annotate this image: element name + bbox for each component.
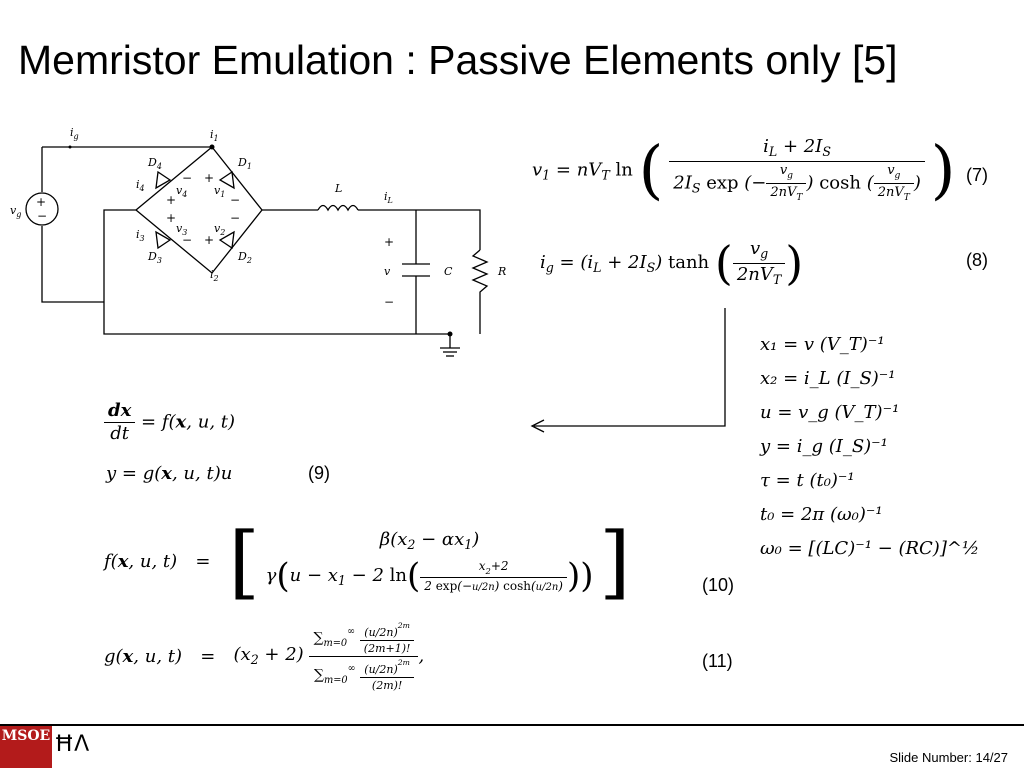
memristor-circuit-diagram: ig i1 D1 D4 i4 v4 v1 v3 v2 i3 D3 D2 i2 v… [10,126,506,357]
svg-text:−: − [182,171,192,185]
label-R: R [497,265,506,278]
variable-x1: x₁ = v (V_T)⁻¹ [760,334,885,355]
label-v4: v4 [176,184,187,199]
equation-number-11: (11) [702,651,733,671]
label-i3: i3 [136,228,145,243]
svg-text:−: − [182,233,192,247]
equation-number-8: (8) [966,250,988,270]
label-i2: i2 [210,268,219,283]
svg-text:−: − [230,193,240,207]
label-L: L [334,182,342,195]
equation-number-10: (10) [702,575,735,595]
label-i1: i1 [210,128,219,143]
variable-omega0: ω₀ = [(LC)⁻¹ − (RC)]^½ [760,538,980,559]
label-D3: D3 [147,250,162,265]
equation-number-7: (7) [966,165,988,185]
svg-text:+: + [166,211,176,225]
equation-11: g(x, u, t) = (x2 + 2) ∑m=0∞ (u/2n)2m(2m+… [104,621,425,692]
label-v2: v2 [214,222,225,237]
label-v: v [384,265,391,278]
equation-number-9: (9) [308,463,330,483]
variable-u: u = v_g (V_T)⁻¹ [760,402,900,423]
msoe-logo: MSOE [0,726,52,768]
svg-text:+: + [204,171,214,185]
svg-text:+: + [36,195,46,209]
label-D1: D1 [237,156,252,171]
label-C: C [444,265,453,278]
variable-definitions: x₁ = v (V_T)⁻¹ x₂ = i_L (I_S)⁻¹ u = v_g … [760,328,979,566]
svg-text:+: + [384,235,394,249]
svg-text:+: + [204,233,214,247]
variable-y: y = i_g (I_S)⁻¹ [760,436,888,457]
svg-text:+: + [166,193,176,207]
svg-text:−: − [37,209,47,223]
arrow-connector [530,308,726,433]
label-D4: D4 [147,156,162,171]
equation-10: f(x, u, t) = [ β(x2 − αx1) γ(u − x1 − 2 … [104,515,631,608]
label-D2: D2 [237,250,252,265]
variable-tau: τ = t (t₀)⁻¹ [760,470,855,491]
label-ig: ig [70,126,79,141]
lab-logo: ĦΛ [54,732,90,757]
svg-text:−: − [230,211,240,225]
svg-text:−: − [384,295,394,309]
label-v3: v3 [176,222,187,237]
slide-title: Memristor Emulation : Passive Elements o… [18,37,898,83]
label-v1: v1 [214,184,225,199]
footer-divider [0,724,1024,726]
equation-9-output: y = g(x, u, t)u [106,463,233,484]
slide-number: Slide Number: 14/27 [889,750,1008,765]
variable-x2: x₂ = i_L (I_S)⁻¹ [760,368,896,389]
label-vg: vg [10,204,21,219]
label-i4: i4 [136,178,145,193]
label-iL: iL [384,190,393,205]
variable-t0: t₀ = 2π (ω₀)⁻¹ [760,504,883,525]
